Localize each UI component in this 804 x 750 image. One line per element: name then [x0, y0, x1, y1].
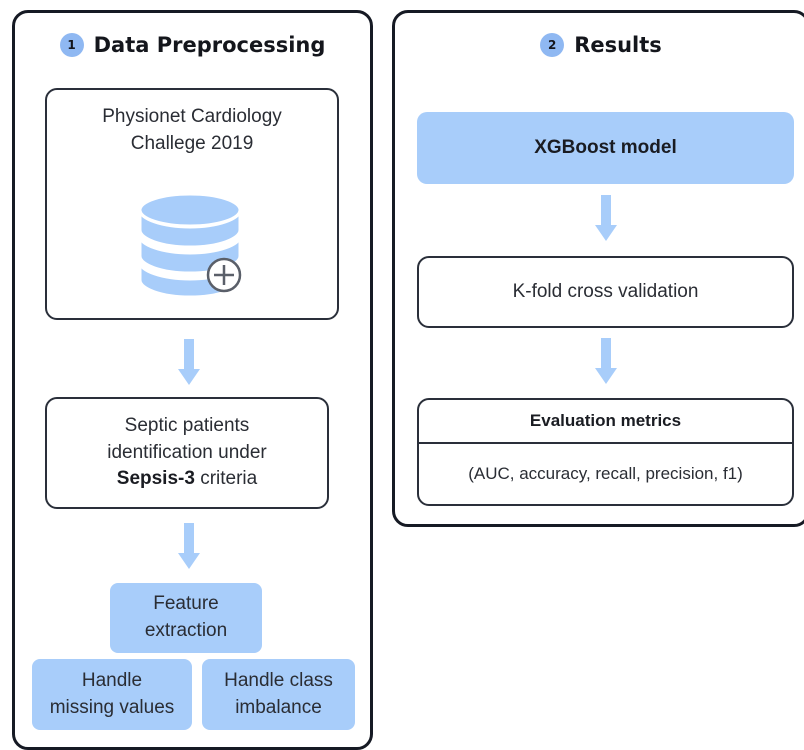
results-header: 2 Results	[395, 33, 804, 57]
arrow-down-4	[595, 338, 617, 388]
metrics-body: (AUC, accuracy, recall, precision, f1)	[419, 444, 792, 504]
identification-line-1: Septic patients	[124, 414, 250, 436]
arrow-down-2	[178, 523, 200, 573]
identification-line-2: identification under	[107, 441, 267, 463]
step-badge: 1	[59, 33, 84, 57]
kfold-cv-box: K-fold cross validation	[417, 256, 794, 328]
step-badge: 2	[540, 33, 565, 57]
evaluation-metrics-box: Evaluation metrics (AUC, accuracy, recal…	[417, 398, 794, 506]
feature-line-1: Feature	[153, 593, 219, 615]
handle-class-imbalance-box: Handle class imbalance	[202, 659, 355, 730]
imbalance-line-2: imbalance	[235, 696, 322, 718]
arrow-down-3	[595, 195, 617, 245]
missing-line-1: Handle	[81, 669, 143, 691]
dataset-line-2: Challege 2019	[130, 132, 254, 154]
model-label: XGBoost model	[534, 136, 677, 158]
sepsis-identification-box: Septic patients identification under Sep…	[45, 397, 329, 509]
metrics-title: Evaluation metrics	[529, 410, 682, 430]
metrics-list: (AUC, accuracy, recall, precision, f1)	[468, 463, 743, 483]
feature-extraction-box: Feature extraction	[110, 583, 262, 653]
missing-line-2: missing values	[49, 696, 175, 718]
panel-title: Data Preprocessing	[93, 33, 326, 57]
sepsis-3-bold: Sepsis-3	[116, 468, 195, 490]
arrow-down-1	[178, 339, 200, 389]
xgboost-model-box: XGBoost model	[417, 112, 794, 184]
results-panel: 2 Results XGBoost model K-fold cross val…	[392, 10, 804, 527]
kfold-cv-label: K-fold cross validation	[512, 280, 699, 302]
metrics-header: Evaluation metrics	[419, 400, 792, 444]
identification-line-3: Sepsis-3 criteria	[107, 466, 267, 493]
data-preprocessing-panel: 1 Data Preprocessing Physionet Cardiolog…	[12, 10, 373, 750]
imbalance-line-1: Handle class	[224, 669, 333, 691]
preprocessing-header: 1 Data Preprocessing	[15, 33, 370, 57]
handle-missing-values-box: Handle missing values	[32, 659, 192, 730]
database-plus-icon	[138, 192, 242, 299]
dataset-box: Physionet Cardiology Challege 2019	[45, 88, 339, 320]
panel-title: Results	[574, 33, 662, 57]
criteria-text: criteria	[194, 468, 258, 490]
dataset-line-1: Physionet Cardiology	[102, 106, 282, 127]
feature-line-2: extraction	[144, 620, 228, 641]
